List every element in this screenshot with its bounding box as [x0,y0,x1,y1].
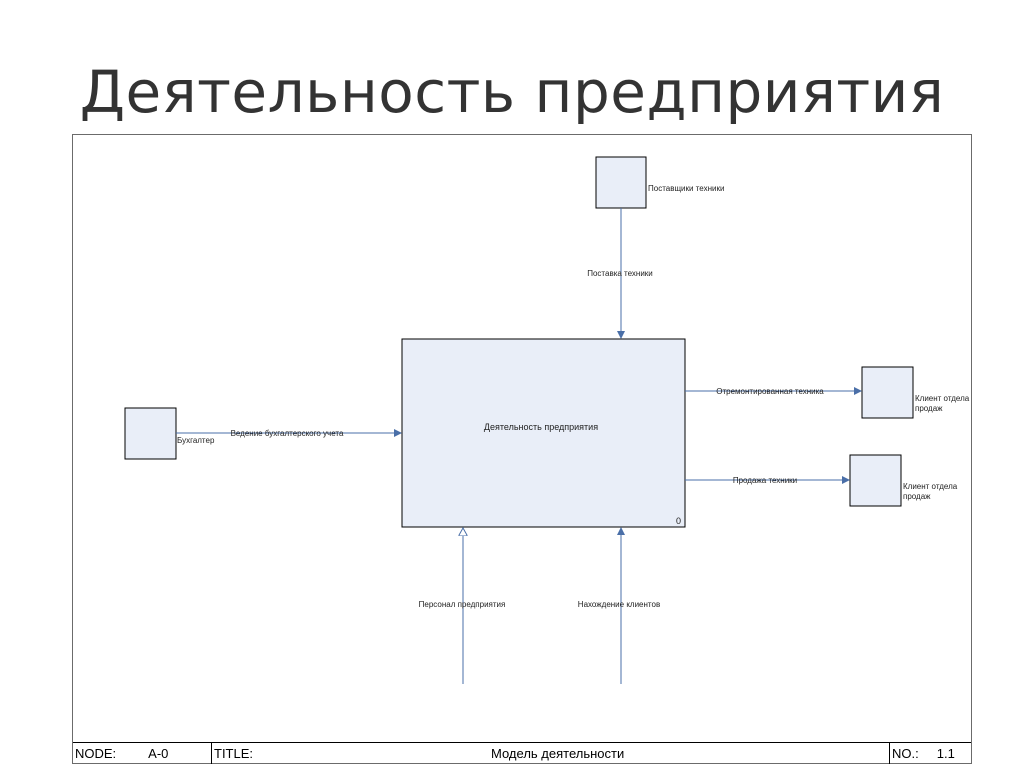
footer-title-cell: TITLE: Модель деятельности [212,743,890,764]
arrow-sales-label: Продажа техники [733,476,797,485]
footer-no-value: 1.1 [936,746,955,761]
footer-title-label: TITLE: [214,746,254,761]
footer-no-cell: NO.: 1.1 [890,743,971,764]
accountant-label: Бухгалтер [177,436,215,445]
main-activity-label: Деятельность предприятия [484,422,598,432]
main-activity-box[interactable] [401,338,686,528]
arrow-repaired-label: Отремонтированная техника [716,387,824,396]
accountant-box[interactable] [124,407,177,460]
footer-no-label: NO.: [892,746,919,761]
footer-title-value: Модель деятельности [491,746,625,761]
arrow-accounting-label: Ведение бухгалтерского учета [231,429,344,438]
footer-node-cell: NODE: A-0 [73,743,212,764]
diagram-footer: NODE: A-0 TITLE: Модель деятельности NO.… [73,742,971,764]
client-box-1[interactable] [861,366,914,419]
slide-title: Деятельность предприятия [79,58,945,126]
client-box-2[interactable] [849,454,902,507]
supplier-label: Поставщики техники [648,184,724,193]
diagram-frame [72,134,972,764]
client-label-1-text: Клиент отдела [915,394,970,403]
supplier-box[interactable] [595,156,647,209]
footer-node-label: NODE: [75,746,117,761]
main-activity-number: 0 [676,516,681,526]
footer-node-value: A-0 [148,746,169,761]
arrow-staff-label: Персонал предприятия [419,600,506,609]
arrow-clients-label: Нахождение клиентов [578,600,660,609]
arrow-supply-label: Поставка техники [587,269,653,278]
